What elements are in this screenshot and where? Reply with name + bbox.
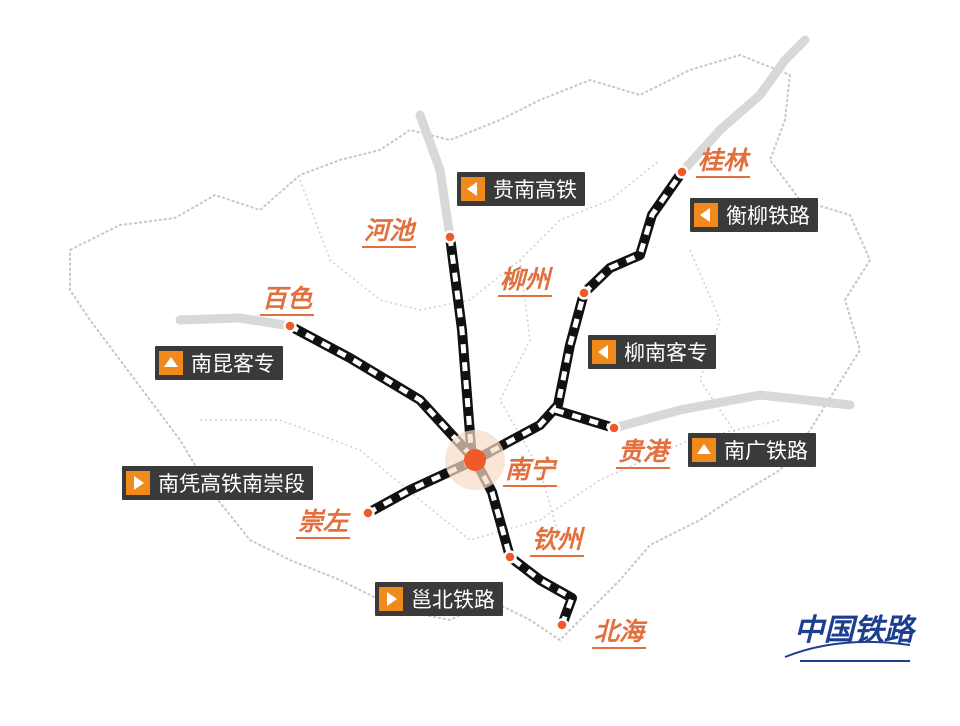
triangle-left-icon bbox=[592, 340, 616, 364]
logo-swoosh bbox=[784, 640, 911, 662]
rail-nankun-dash bbox=[288, 323, 477, 462]
triangle-right-icon bbox=[379, 587, 403, 611]
railway-name: 衡柳铁路 bbox=[726, 204, 810, 228]
triangle-right-icon bbox=[126, 471, 150, 495]
station-guigang bbox=[607, 421, 621, 435]
extension-lines bbox=[175, 35, 855, 433]
station-guilin bbox=[675, 165, 689, 179]
nanning-hub bbox=[464, 449, 486, 471]
railway-label-hengliu: 衡柳铁路 bbox=[690, 198, 818, 232]
rail-yongbei-dash bbox=[472, 458, 575, 626]
city-nanning: 南宁 bbox=[503, 455, 558, 487]
railway-name: 南广铁路 bbox=[724, 439, 808, 463]
county-borders bbox=[200, 159, 781, 541]
station-hechi bbox=[443, 230, 457, 244]
triangle-left-icon bbox=[461, 177, 485, 201]
railway-label-guinan: 贵南高铁 bbox=[457, 172, 585, 206]
railway-label-yongbei: 邕北铁路 bbox=[375, 582, 503, 616]
triangle-up-icon bbox=[692, 438, 716, 462]
city-guigang: 贵港 bbox=[616, 437, 671, 469]
railway-label-nanguang: 南广铁路 bbox=[688, 433, 816, 467]
railway-name: 贵南高铁 bbox=[493, 178, 577, 202]
city-chongzuo: 崇左 bbox=[296, 507, 351, 539]
city-hechi: 河池 bbox=[362, 216, 417, 248]
rail-hengliu-dash bbox=[582, 170, 685, 295]
railway-name: 南凭高铁南崇段 bbox=[158, 472, 305, 496]
city-qinzhou: 钦州 bbox=[530, 525, 585, 557]
railway-name: 南昆客专 bbox=[191, 352, 275, 376]
triangle-left-icon bbox=[694, 203, 718, 227]
railway-name: 柳南客专 bbox=[624, 341, 708, 365]
railway-label-nanping: 南凭高铁南崇段 bbox=[122, 466, 313, 500]
railway-label-liunan: 柳南客专 bbox=[588, 335, 716, 369]
china-railway-logo: 中国铁路 bbox=[780, 605, 915, 665]
city-baise: 百色 bbox=[260, 284, 315, 316]
station-beihai bbox=[555, 618, 569, 632]
city-beihai: 北海 bbox=[592, 617, 647, 649]
station-baise bbox=[283, 319, 297, 333]
rail-guinan-dash bbox=[447, 236, 475, 461]
railway-label-nankun: 南昆客专 bbox=[155, 346, 283, 380]
station-qinzhou bbox=[503, 550, 517, 564]
city-liuzhou: 柳州 bbox=[498, 265, 553, 297]
triangle-up-icon bbox=[159, 351, 183, 375]
station-liuzhou bbox=[577, 286, 591, 300]
rail-liunan bbox=[472, 291, 589, 465]
station-chongzuo bbox=[361, 506, 375, 520]
railway-name: 邕北铁路 bbox=[411, 588, 495, 612]
rail-nanguang bbox=[553, 405, 616, 433]
city-guilin: 桂林 bbox=[696, 146, 751, 178]
